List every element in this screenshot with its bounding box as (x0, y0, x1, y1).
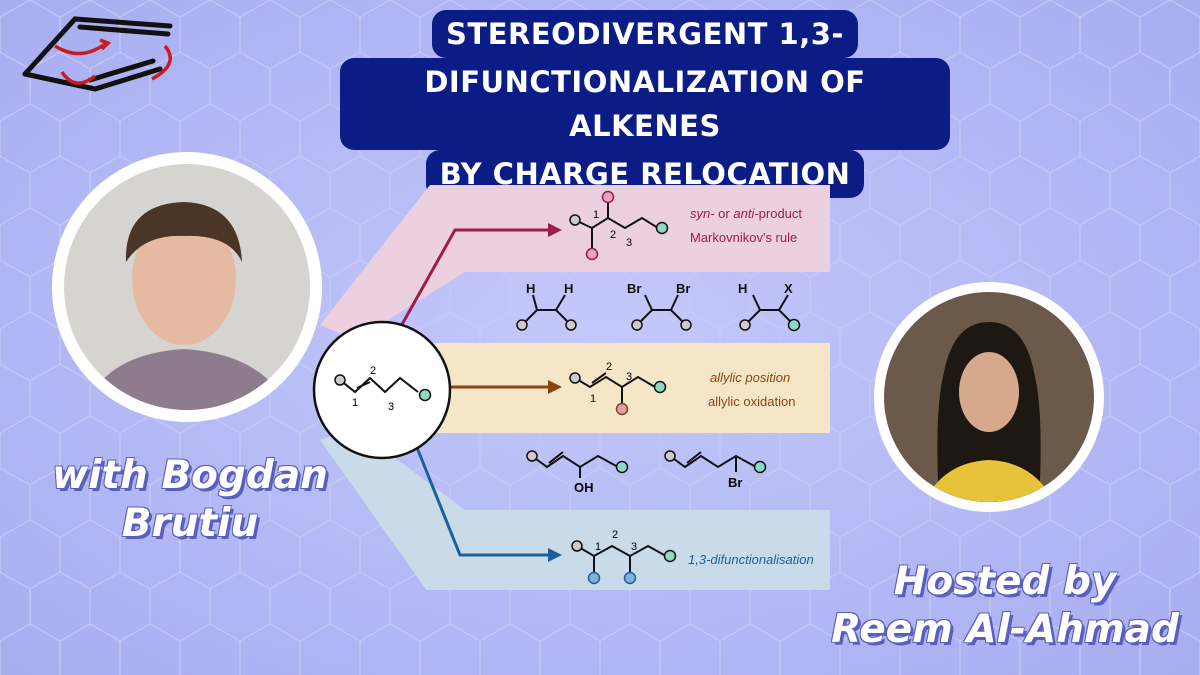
halide-h3: H (738, 281, 747, 296)
host-name: Hosted by Reem Al-Ahmad (820, 558, 1190, 654)
molecule-logo-icon (22, 16, 173, 92)
arrow-red (398, 228, 550, 329)
halide-h2: H (564, 281, 573, 296)
bottom-label-2: 2 (612, 529, 618, 541)
halide-x: X (784, 281, 793, 296)
arrow-blue (408, 429, 550, 557)
title-line-2: DIFUNCTIONALIZATION OF ALKENES (340, 58, 950, 150)
host-name-line-1: Hosted by (893, 559, 1117, 604)
halide-br1: Br (627, 281, 641, 296)
title: STEREODIVERGENT 1,3- DIFUNCTIONALIZATION… (340, 10, 950, 198)
reaction-scheme: 1 2 3 1 2 3 syn- or anti-product Markovn… (312, 185, 830, 590)
pink-band (320, 185, 830, 340)
start-label-2: 2 (370, 365, 376, 377)
host-name-line-2: Reem Al-Ahmad (831, 607, 1179, 652)
example-oh: OH (574, 480, 594, 495)
allylic-oxidation-text: allylic oxidation (708, 394, 795, 409)
host-photo (874, 282, 1104, 512)
bottom-label-1: 1 (595, 541, 601, 553)
mid-label-1: 1 (590, 393, 596, 405)
start-label-3: 3 (388, 401, 394, 413)
mid-label-2: 2 (606, 361, 612, 373)
guest-name-line-2: Brutiu (121, 501, 259, 546)
mid-label-3: 3 (626, 371, 632, 383)
guest-portrait-icon (64, 164, 310, 410)
halide-h1: H (526, 281, 535, 296)
example-br: Br (728, 475, 742, 490)
blue-band (320, 428, 830, 590)
guest-name: with Bogdan Brutiu (10, 452, 370, 548)
start-label-1: 1 (352, 397, 358, 409)
allylic-position-text: allylic position (710, 370, 790, 385)
guest-photo (52, 152, 322, 422)
guest-name-line-1: with Bogdan (52, 453, 328, 498)
bottom-label-3: 3 (631, 541, 637, 553)
top-label-2: 2 (610, 229, 616, 241)
halide-br2: Br (676, 281, 690, 296)
top-rule-text: Markovnikov's rule (690, 230, 797, 245)
title-line-1: STEREODIVERGENT 1,3- (432, 10, 858, 58)
host-portrait-icon (884, 292, 1094, 502)
difunctionalisation-text: 1,3-difunctionalisation (688, 552, 814, 567)
top-label-3: 3 (626, 237, 632, 249)
top-product-text: syn- or anti-product (690, 206, 802, 221)
top-label-1: 1 (593, 209, 599, 221)
